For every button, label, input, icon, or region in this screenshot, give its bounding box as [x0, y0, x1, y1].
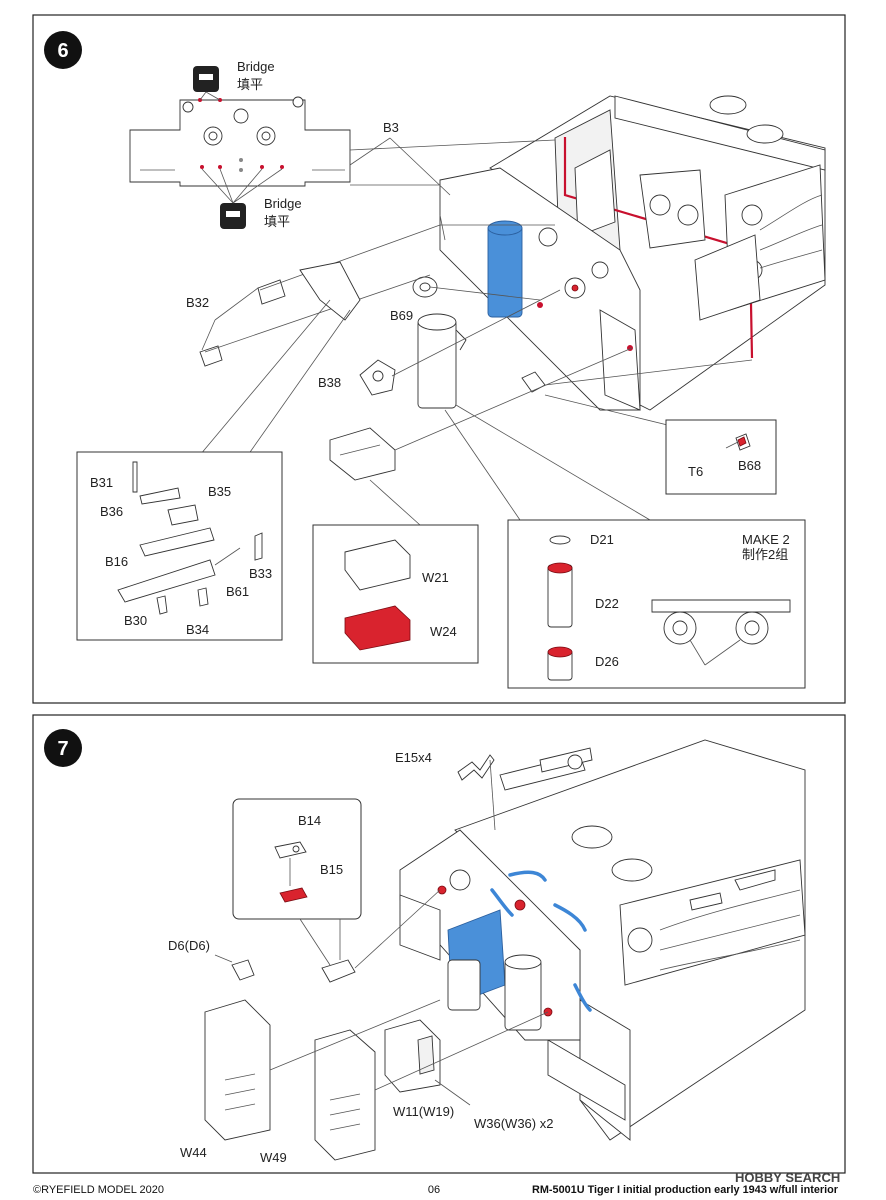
- label-e15: E15x4: [395, 750, 432, 765]
- label-w36: W36(W36) x2: [474, 1116, 553, 1131]
- label-w24: W24: [430, 624, 457, 639]
- footer-page-number: 06: [428, 1184, 440, 1196]
- bridge-bottom-label-cn: 填平: [264, 214, 290, 229]
- label-d21: D21: [590, 532, 614, 547]
- step-7-badge: [44, 729, 82, 767]
- hull-assembly-step7: [454, 739, 806, 1141]
- label-b69: B69: [390, 308, 413, 323]
- label-b30: B30: [124, 613, 147, 628]
- step-7-panel: 7: [32, 714, 846, 1174]
- subpanel-b14-b15: B14 B15: [232, 798, 362, 920]
- assembly-lines-step6: [199, 137, 753, 526]
- page-footer: ©RYEFIELD MODEL 2020 06 RM-5001U Tiger I…: [33, 1170, 840, 1196]
- b14-b15-assembled: [321, 959, 356, 983]
- label-w21: W21: [422, 570, 449, 585]
- step-6-panel: 6 Bridge 填平 Bridge 填平: [32, 14, 846, 704]
- label-make2-cn: 制作2组: [742, 547, 788, 562]
- label-b16: B16: [105, 554, 128, 569]
- subpanel-t6-b68: T6 B68: [665, 419, 777, 495]
- bridge-bottom-label: Bridge: [264, 196, 302, 211]
- hull-assembly: [489, 95, 826, 411]
- label-b33: B33: [249, 566, 272, 581]
- label-b38: B38: [318, 375, 341, 390]
- label-b31: B31: [90, 475, 113, 490]
- bridge-top-label: Bridge: [237, 59, 275, 74]
- grey-cylinder: [417, 313, 467, 409]
- label-b35: B35: [208, 484, 231, 499]
- label-w44: W44: [180, 1145, 207, 1160]
- label-t6: T6: [688, 464, 703, 479]
- grey-cylinder-step7: [447, 954, 542, 1031]
- label-b34: B34: [186, 622, 209, 637]
- label-d22: D22: [595, 596, 619, 611]
- label-b36: B36: [100, 504, 123, 519]
- blue-cylinder: [487, 220, 523, 318]
- subpanel-w21-w24: W21 W24: [312, 524, 479, 664]
- footer-product: RM-5001U Tiger I initial production earl…: [532, 1184, 839, 1196]
- label-w49: W49: [260, 1150, 287, 1165]
- label-b3: B3: [383, 120, 399, 135]
- label-d6: D6(D6): [168, 938, 210, 953]
- subpanel-d-parts: D21 D22 D26 MAKE 2 制作2组: [507, 519, 806, 689]
- step-6-number: 6: [57, 40, 68, 62]
- label-b14: B14: [298, 813, 321, 828]
- d6-part: [231, 959, 255, 981]
- label-b68: B68: [738, 458, 761, 473]
- w49-cover: [314, 1029, 376, 1161]
- footer-copyright: ©RYEFIELD MODEL 2020: [33, 1184, 164, 1196]
- w21-box: [329, 427, 396, 481]
- label-w11: W11(W19): [393, 1104, 454, 1119]
- b38-part: [359, 359, 396, 396]
- label-d26: D26: [595, 654, 619, 669]
- label-b15: B15: [320, 862, 343, 877]
- subpanel-linkage: B31 B35 B36 B16 B33 B61 B30 B34: [76, 451, 283, 641]
- watermark: HOBBY SEARCH: [735, 1170, 840, 1185]
- t6-b68-bracket: [521, 371, 546, 393]
- step-6-badge: [44, 31, 82, 69]
- w44-cover: [204, 999, 271, 1141]
- w11-panel: [384, 1019, 441, 1093]
- label-make2: MAKE 2: [742, 532, 790, 547]
- bridge-front-plate: [129, 96, 351, 187]
- bridge-top-label-cn: 填平: [237, 77, 263, 92]
- b32-linkage: [199, 214, 446, 367]
- label-b61: B61: [226, 584, 249, 599]
- label-b32: B32: [186, 295, 209, 310]
- e15-part: [457, 754, 495, 781]
- step-7-number: 7: [57, 738, 68, 760]
